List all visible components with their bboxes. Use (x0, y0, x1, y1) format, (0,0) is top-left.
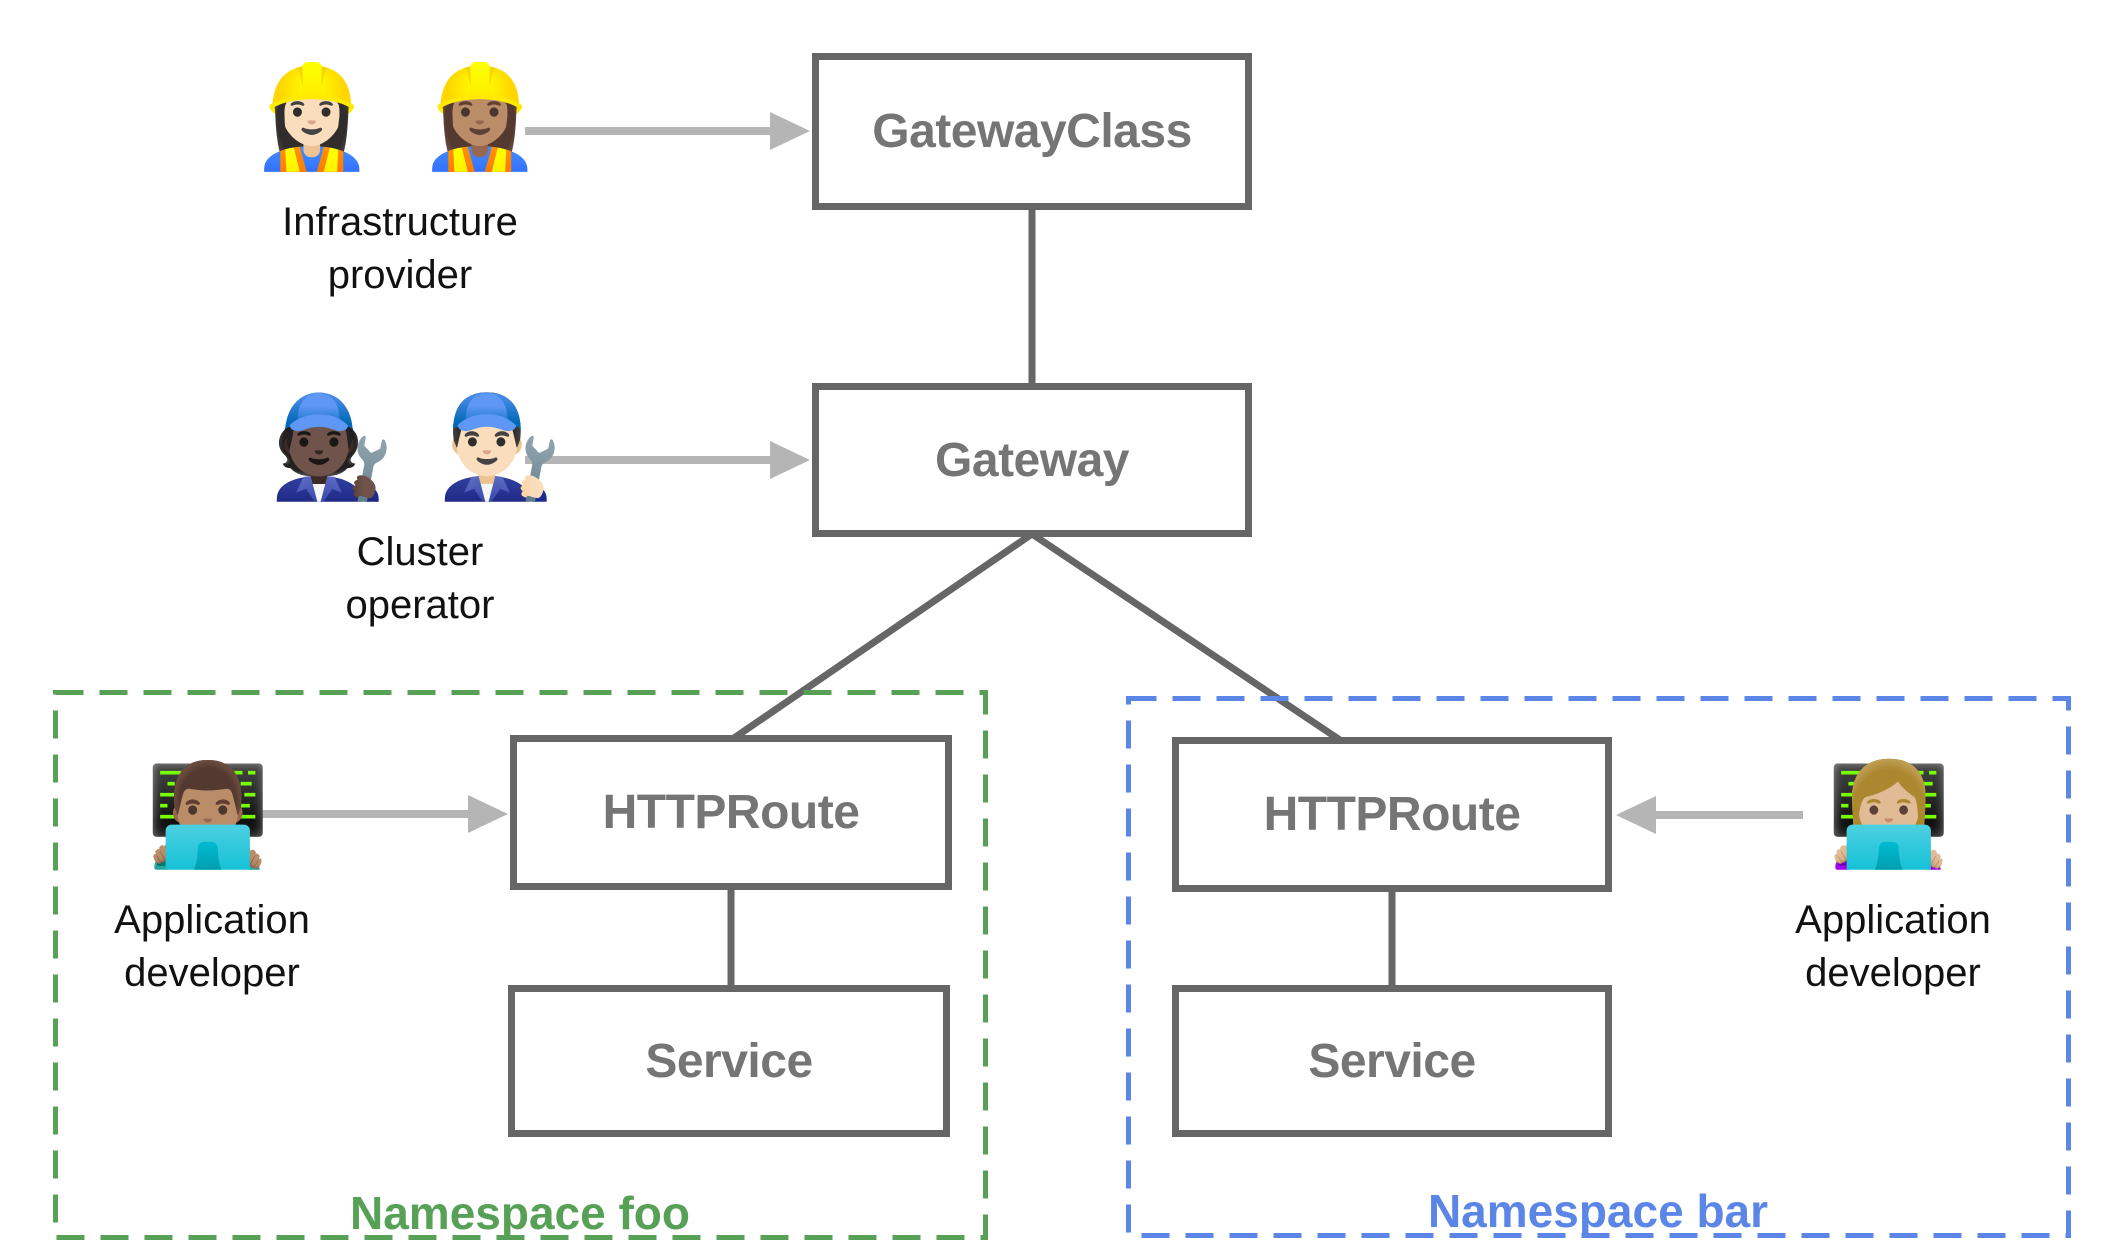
node-service-bar-label: Service (1308, 1034, 1476, 1088)
persona-application-developer-foo: 👨🏽‍💻 Application developer (0, 750, 432, 1000)
arrow-head-icon (468, 795, 508, 833)
persona-label-line: operator (345, 582, 495, 627)
persona-cluster-operator-label: Cluster operator (200, 526, 640, 632)
edge-gateway-httproute-bar (1030, 531, 1342, 743)
arrow-application-developer-to-httproute-bar (1616, 796, 1803, 834)
node-service-foo: Service (508, 985, 950, 1137)
arrow-head-icon (770, 112, 810, 150)
construction-worker-emoji: 👷🏻‍♀️ 👷🏽‍♀️ (249, 61, 551, 173)
persona-application-developer-bar-label: Application developer (1673, 894, 2112, 1000)
edge-gateway-httproute-foo (732, 531, 1034, 741)
node-service-foo-label: Service (645, 1034, 813, 1088)
namespace-bar-border (1126, 696, 2071, 1238)
technologist-emoji: 👩🏼‍💻 (1826, 759, 1960, 871)
namespace-foo-border (53, 690, 988, 1240)
arrow-head-icon (770, 441, 810, 479)
node-gateway: Gateway (812, 383, 1252, 537)
node-gateway-label: Gateway (935, 433, 1129, 487)
node-gatewayclass: GatewayClass (812, 53, 1252, 210)
node-httproute-bar: HTTPRoute (1172, 737, 1612, 892)
persona-application-developer-foo-label: Application developer (0, 894, 432, 1000)
persona-label-line: Cluster (356, 530, 484, 574)
arrow-application-developer-to-httproute-foo (240, 795, 508, 833)
namespace-foo-label: Namespace foo (349, 1187, 690, 1239)
persona-cluster-operator: 🧑🏿‍🔧 👨🏻‍🔧 Cluster operator (200, 382, 640, 632)
arrow-infrastructure-provider-to-gatewayclass (525, 112, 810, 150)
persona-label-line: developer (124, 950, 300, 995)
node-httproute-foo: HTTPRoute (510, 735, 952, 890)
persona-application-developer-bar: 👩🏼‍💻 Application developer (1673, 750, 2112, 1000)
arrow-head-icon (1616, 796, 1656, 834)
persona-infrastructure-provider-label: Infrastructure provider (180, 196, 620, 302)
persona-label-line: Application (114, 898, 310, 942)
node-service-bar: Service (1172, 985, 1612, 1137)
persona-label-line: Application (1795, 898, 1991, 942)
node-httproute-foo-label: HTTPRoute (602, 786, 860, 839)
technologist-emoji: 👨🏽‍💻 (145, 759, 279, 871)
mechanic-emoji: 🧑🏿‍🔧 👨🏻‍🔧 (269, 391, 571, 503)
node-httproute-bar-label: HTTPRoute (1263, 788, 1521, 841)
persona-label-line: provider (327, 252, 473, 297)
persona-infrastructure-provider: 👷🏻‍♀️ 👷🏽‍♀️ Infrastructure provider (180, 52, 620, 302)
arrow-cluster-operator-to-gateway (525, 441, 810, 479)
node-gatewayclass-label: GatewayClass (872, 105, 1192, 158)
namespace-bar-label: Namespace bar (1427, 1185, 1769, 1237)
persona-label-line: Infrastructure (282, 200, 518, 244)
persona-label-line: developer (1805, 950, 1981, 995)
